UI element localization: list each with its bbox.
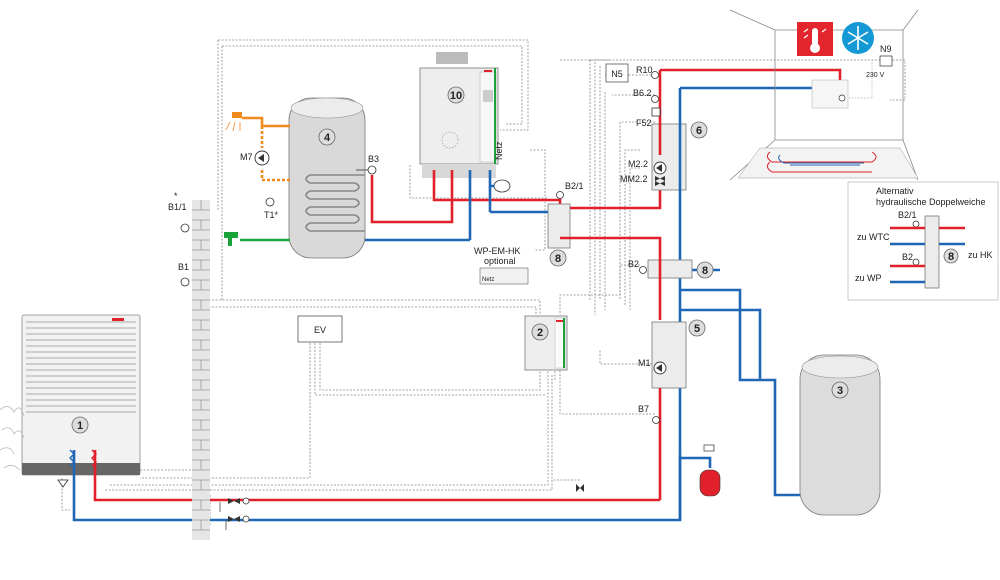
heat-exchanger-coil-icon bbox=[69, 449, 97, 467]
room-controller-n9: N9 230 V bbox=[866, 44, 893, 79]
svg-text:zu HK: zu HK bbox=[968, 250, 993, 260]
svg-text:*: * bbox=[174, 191, 178, 201]
sensor-b6-2: B6.2 bbox=[633, 88, 659, 103]
circulation-pump-m7: M7 bbox=[240, 150, 270, 166]
svg-text:Alternativ: Alternativ bbox=[876, 186, 914, 196]
sensor-t1: T1* bbox=[264, 197, 279, 220]
room-floor-heating bbox=[729, 9, 919, 181]
hydraulic-separator-b2-1: 8 B2/1 bbox=[547, 181, 584, 267]
hydraulic-separator-b2: 8 B2 bbox=[628, 259, 714, 279]
svg-text:B6.2: B6.2 bbox=[633, 88, 652, 98]
brand-logo-mark bbox=[112, 318, 124, 321]
wp-em-hk-module: WP-EM-HK optional Netz bbox=[474, 246, 529, 285]
svg-text:B3: B3 bbox=[368, 154, 379, 164]
dhw-storage-tank: 4 bbox=[288, 97, 366, 259]
svg-text:WP-EM-HK: WP-EM-HK bbox=[474, 246, 521, 256]
svg-text:B2/1: B2/1 bbox=[565, 181, 584, 191]
svg-text:optional: optional bbox=[484, 256, 516, 266]
sensor-b7: B7 bbox=[638, 404, 660, 424]
svg-text:Netz: Netz bbox=[494, 141, 504, 160]
gas-boiler: 10 Netz bbox=[419, 52, 504, 178]
svg-text:B7: B7 bbox=[638, 404, 649, 414]
svg-text:N5: N5 bbox=[611, 69, 623, 79]
svg-text:F52: F52 bbox=[636, 118, 652, 128]
svg-text:M7: M7 bbox=[240, 152, 253, 162]
label-mm2-2: MM2.2 bbox=[620, 174, 648, 184]
expansion-vessel-small bbox=[493, 179, 511, 193]
drain-valve-icon bbox=[576, 484, 584, 492]
alternative-separator-inset: Alternativ hydraulische Doppelweiche B2/… bbox=[847, 181, 999, 301]
shower-head-icon bbox=[225, 112, 242, 132]
sensor-b1: B1 bbox=[178, 262, 190, 287]
svg-text:8: 8 bbox=[555, 253, 561, 265]
snowflake-icon bbox=[842, 22, 874, 54]
control-module-2: 2 bbox=[524, 315, 568, 371]
buffer-tank: 3 bbox=[799, 354, 881, 516]
svg-text:M1: M1 bbox=[638, 358, 651, 368]
svg-text:8: 8 bbox=[702, 265, 708, 277]
svg-text:3: 3 bbox=[837, 385, 843, 397]
cold-water-tap-icon bbox=[224, 232, 238, 246]
shutoff-valve-icon bbox=[219, 497, 250, 530]
sensor-r10: R10 bbox=[636, 65, 659, 79]
svg-text:N9: N9 bbox=[880, 44, 892, 54]
svg-text:B2: B2 bbox=[902, 252, 913, 262]
svg-text:R10: R10 bbox=[636, 65, 653, 75]
drain-funnel-icon bbox=[57, 479, 69, 488]
heat-pump-unit bbox=[21, 314, 141, 476]
sensor-b3: B3 bbox=[356, 154, 379, 175]
svg-text:B1/1: B1/1 bbox=[168, 202, 187, 212]
foliage-decoration bbox=[0, 406, 25, 471]
svg-text:B2/1: B2/1 bbox=[898, 210, 917, 220]
svg-text:zu WP: zu WP bbox=[855, 273, 882, 283]
svg-text:B1: B1 bbox=[178, 262, 189, 272]
component-number-1: 1 bbox=[71, 416, 89, 434]
svg-text:2: 2 bbox=[537, 327, 543, 339]
svg-text:1: 1 bbox=[77, 420, 83, 432]
svg-text:zu WTC: zu WTC bbox=[857, 232, 890, 242]
svg-text:5: 5 bbox=[694, 323, 700, 335]
svg-text:8: 8 bbox=[948, 251, 954, 263]
svg-text:230 V: 230 V bbox=[866, 72, 885, 79]
ev-box: EV bbox=[297, 315, 343, 343]
svg-text:hydraulische Doppelweiche: hydraulische Doppelweiche bbox=[876, 197, 986, 207]
svg-text:B2: B2 bbox=[628, 259, 639, 269]
fuse-f52: F52 bbox=[636, 107, 661, 128]
label-m2-2: M2.2 bbox=[628, 159, 648, 169]
svg-text:T1*: T1* bbox=[264, 210, 279, 220]
sensor-b1-1: * B1/1 bbox=[168, 191, 190, 233]
n5-box: N5 bbox=[605, 63, 629, 83]
svg-text:Netz: Netz bbox=[482, 277, 494, 283]
svg-text:4: 4 bbox=[324, 132, 331, 144]
heating-circuit-5: 5 M1 bbox=[638, 319, 706, 389]
expansion-vessel bbox=[680, 444, 721, 497]
svg-text:10: 10 bbox=[450, 90, 462, 102]
exterior-wall bbox=[192, 200, 210, 540]
svg-text:6: 6 bbox=[696, 125, 702, 137]
thermometer-heat-icon bbox=[797, 22, 833, 56]
svg-text:EV: EV bbox=[314, 325, 326, 335]
